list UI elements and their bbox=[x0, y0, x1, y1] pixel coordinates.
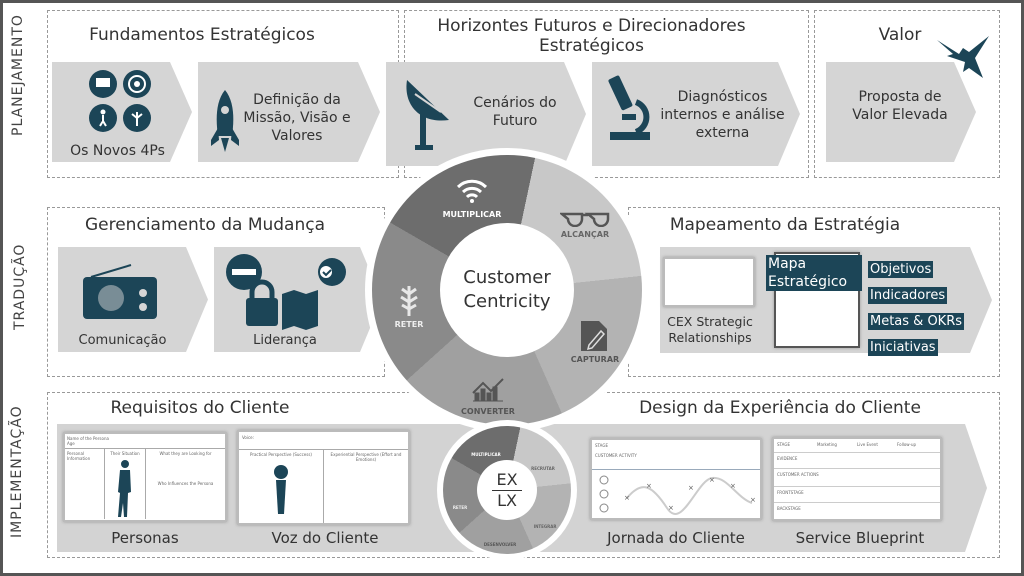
segment-converter: CONVERTER bbox=[461, 407, 515, 416]
label-missao: Definição da Missão, Visão e Valores bbox=[243, 92, 351, 144]
label-cenarios: Cenários do Futuro bbox=[473, 95, 557, 129]
label-novos-4ps: Os Novos 4Ps bbox=[70, 143, 165, 159]
journey-curve: × × × × × × × bbox=[599, 475, 756, 515]
blueprint-col: Follow-up bbox=[897, 442, 917, 447]
horizontes-title: Horizontes Futuros e Direcionadores Estr… bbox=[437, 16, 746, 56]
journey-document: STAGE CUSTOMER ACTIVITY × × × × × × × bbox=[590, 438, 762, 520]
ex-segment-desenvolver: DESENVOLVER bbox=[483, 542, 517, 547]
persona-col: Their Situation bbox=[110, 451, 140, 456]
voice-header: Voice: bbox=[239, 432, 408, 450]
microscope-icon bbox=[606, 72, 656, 142]
lx-text: LX bbox=[497, 490, 517, 510]
tag-iniciativas: Iniciativas bbox=[868, 339, 938, 356]
ex-segment-recrutar: RECRUTAR bbox=[531, 466, 555, 471]
blueprint-row: CUSTOMER ACTIONS bbox=[774, 469, 940, 487]
mapa-estrategico-tag: Mapa Estratégico bbox=[766, 255, 862, 291]
label-service-blueprint: Service Blueprint bbox=[795, 529, 925, 547]
mapeamento-title: Mapeamento da Estratégia bbox=[669, 215, 901, 235]
strategy-tags: Objetivos Indicadores Metas & OKRs Inici… bbox=[868, 258, 983, 362]
blueprint-col: Marketing bbox=[817, 442, 837, 447]
blueprint-row: FRONTSTAGE bbox=[774, 487, 940, 503]
leadership-icons bbox=[222, 250, 352, 330]
label-jornada: Jornada do Cliente bbox=[607, 529, 745, 547]
ex-segment-multiplicar: MULTIPLICAR bbox=[471, 452, 501, 457]
svg-text:×: × bbox=[730, 482, 736, 490]
blueprint-row: EVIDENCE bbox=[774, 453, 940, 469]
center-text-line1: Customer bbox=[463, 267, 551, 288]
persona-age-field: Age bbox=[67, 441, 75, 446]
label-personas: Personas bbox=[111, 529, 179, 547]
voice-document: Voice: Practical Perspective (Success) E… bbox=[237, 430, 410, 525]
tag-objetivos: Objetivos bbox=[868, 261, 934, 278]
persona-name-field: Name of the Persona bbox=[67, 436, 109, 441]
label-cex: CEX Strategic Relationships bbox=[667, 314, 753, 345]
label-planejamento: PLANEJAMENTO bbox=[10, 14, 26, 136]
persona-col: What they are Looking for bbox=[159, 451, 212, 456]
ex-text: EX bbox=[492, 470, 522, 491]
requisitos-title: Requisitos do Cliente bbox=[110, 398, 290, 418]
voice-col: Experiential Perspective (Effort and Emo… bbox=[330, 452, 402, 462]
four-ps-icon bbox=[85, 68, 155, 134]
blueprint-col: STAGE bbox=[777, 442, 790, 447]
chevron-proposta bbox=[826, 62, 976, 162]
valor-section bbox=[814, 10, 1000, 178]
design-title: Design da Experiência do Cliente bbox=[639, 398, 921, 418]
segment-multiplicar: MULTIPLICAR bbox=[442, 210, 502, 219]
document-pen-icon bbox=[578, 318, 610, 354]
blueprint-col: Live Event bbox=[857, 442, 878, 447]
cex-document-thumbnail bbox=[663, 257, 755, 307]
persona-col: Personal Information bbox=[65, 449, 105, 519]
label-voz-cliente: Voz do Cliente bbox=[271, 529, 379, 547]
valor-title: Valor bbox=[878, 25, 922, 45]
rocket-icon bbox=[208, 88, 242, 154]
satellite-dish-icon bbox=[400, 72, 464, 150]
segment-capturar: CAPTURAR bbox=[570, 355, 620, 364]
tag-indicadores: Indicadores bbox=[868, 287, 948, 304]
label-comunicacao: Comunicação bbox=[78, 333, 167, 348]
ex-segment-integrar: INTEGRAR bbox=[533, 524, 557, 529]
fundamentos-title: Fundamentos Estratégicos bbox=[89, 25, 315, 45]
blueprint-row: BACKSTAGE bbox=[777, 506, 801, 511]
growth-chart-icon bbox=[470, 376, 506, 404]
svg-text:×: × bbox=[624, 494, 630, 502]
segment-alcancar: ALCANÇAR bbox=[560, 230, 610, 239]
persona-col: Who Influences the Persona bbox=[157, 481, 214, 486]
radio-icon bbox=[80, 262, 160, 322]
svg-text:×: × bbox=[688, 484, 694, 492]
center-text-line2: Centricity bbox=[463, 291, 551, 312]
label-lideranca: Liderança bbox=[253, 333, 317, 348]
mapa-label: Mapa Estratégico bbox=[766, 255, 862, 291]
eagle-icon bbox=[935, 30, 991, 86]
segment-reter: RETER bbox=[394, 320, 424, 329]
chevron-4ps bbox=[52, 62, 192, 162]
person-silhouette-icon bbox=[118, 460, 131, 517]
ex-segment-reter: RETER bbox=[452, 505, 468, 510]
svg-text:×: × bbox=[709, 476, 715, 484]
tag-metas: Metas & OKRs bbox=[868, 313, 965, 330]
label-implementacao: IMPLEMENTAÇÃO bbox=[9, 405, 25, 538]
label-traducao: TRADUÇÃO bbox=[12, 243, 28, 330]
label-proposta-valor: Proposta de Valor Elevada bbox=[852, 89, 948, 123]
label-diagnosticos: Diagnósticos internos e análise externa bbox=[660, 89, 785, 141]
wifi-icon bbox=[454, 176, 490, 204]
microphone-icon bbox=[274, 465, 288, 514]
glasses-icon bbox=[560, 210, 610, 228]
svg-text:×: × bbox=[646, 482, 652, 490]
plant-icon bbox=[396, 282, 422, 316]
mudanca-title: Gerenciamento da Mudança bbox=[84, 215, 326, 235]
journey-row: CUSTOMER ACTIVITY bbox=[592, 450, 760, 470]
blueprint-document: STAGE Marketing Live Event Follow-up EVIDEN… bbox=[772, 437, 942, 521]
journey-row: STAGE bbox=[595, 443, 608, 448]
voice-col: Practical Perspective (Success) bbox=[249, 452, 312, 457]
svg-text:×: × bbox=[750, 496, 756, 504]
svg-text:×: × bbox=[668, 504, 674, 512]
